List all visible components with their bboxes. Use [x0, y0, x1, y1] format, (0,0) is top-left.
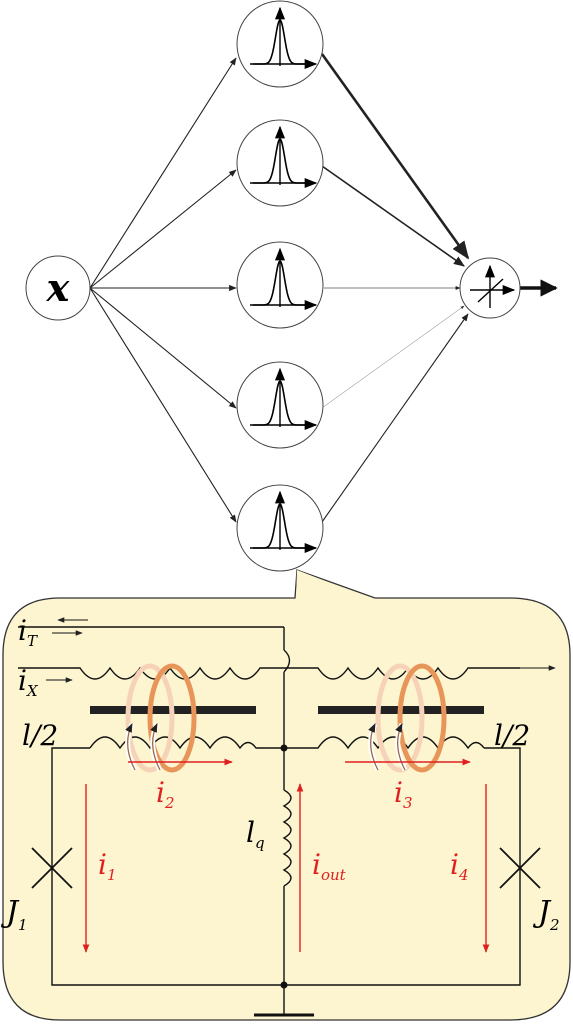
- label-i3: i3: [394, 776, 413, 812]
- josephson-junction-2: [499, 847, 541, 889]
- label-lq: lq: [246, 816, 265, 852]
- gaussian-icon: [253, 18, 307, 65]
- flux-coil-right: [368, 663, 447, 773]
- circuit: iT iX l/2 l/2 lq J1 J2 i2 i3 i1 i4 iout: [0, 614, 560, 1017]
- gaussian-icon: [253, 379, 307, 426]
- flux-coil-left: [125, 663, 197, 773]
- label-iout: iout: [312, 848, 347, 884]
- edge-in-2: [89, 169, 237, 289]
- edge-out-4: [321, 305, 465, 409]
- label-iX: iX: [18, 664, 39, 700]
- hidden-unit-4: [236, 361, 324, 449]
- hidden-unit-2: [236, 119, 324, 207]
- hidden-unit-1: [236, 0, 324, 88]
- input-node: x: [25, 255, 91, 321]
- label-i1: i1: [98, 848, 117, 884]
- circuit-callout: [2, 569, 571, 1021]
- current-arrows: [82, 758, 490, 953]
- gaussian-icon: [253, 502, 307, 549]
- hidden-unit-5: [236, 484, 324, 572]
- circuit-panel: [2, 569, 571, 1021]
- edge-in-5: [89, 287, 237, 523]
- edge-out-5: [321, 313, 469, 523]
- label-i4: i4: [450, 848, 469, 884]
- label-l2-right: l/2: [494, 719, 530, 752]
- josephson-junction-1: [31, 847, 73, 889]
- output-node: [459, 257, 521, 319]
- gaussian-icon: [253, 259, 307, 306]
- lq-inductor: [282, 789, 292, 887]
- label-i2: i2: [156, 776, 175, 812]
- gaussian-icon: [253, 137, 307, 184]
- hidden-unit-3: [236, 241, 324, 329]
- input-label: x: [46, 265, 71, 310]
- edge-out-2: [321, 165, 465, 267]
- crossover: [283, 649, 291, 673]
- hidden-layer: [236, 0, 324, 572]
- edge-in-1: [89, 57, 237, 289]
- label-iT: iT: [18, 614, 38, 650]
- label-l2-left: l/2: [22, 719, 58, 752]
- edge-in-4: [89, 287, 237, 409]
- node-bottom: [280, 981, 288, 989]
- node-top: [280, 744, 288, 752]
- edge-out-1: [320, 53, 470, 260]
- summation-icon: [470, 264, 516, 308]
